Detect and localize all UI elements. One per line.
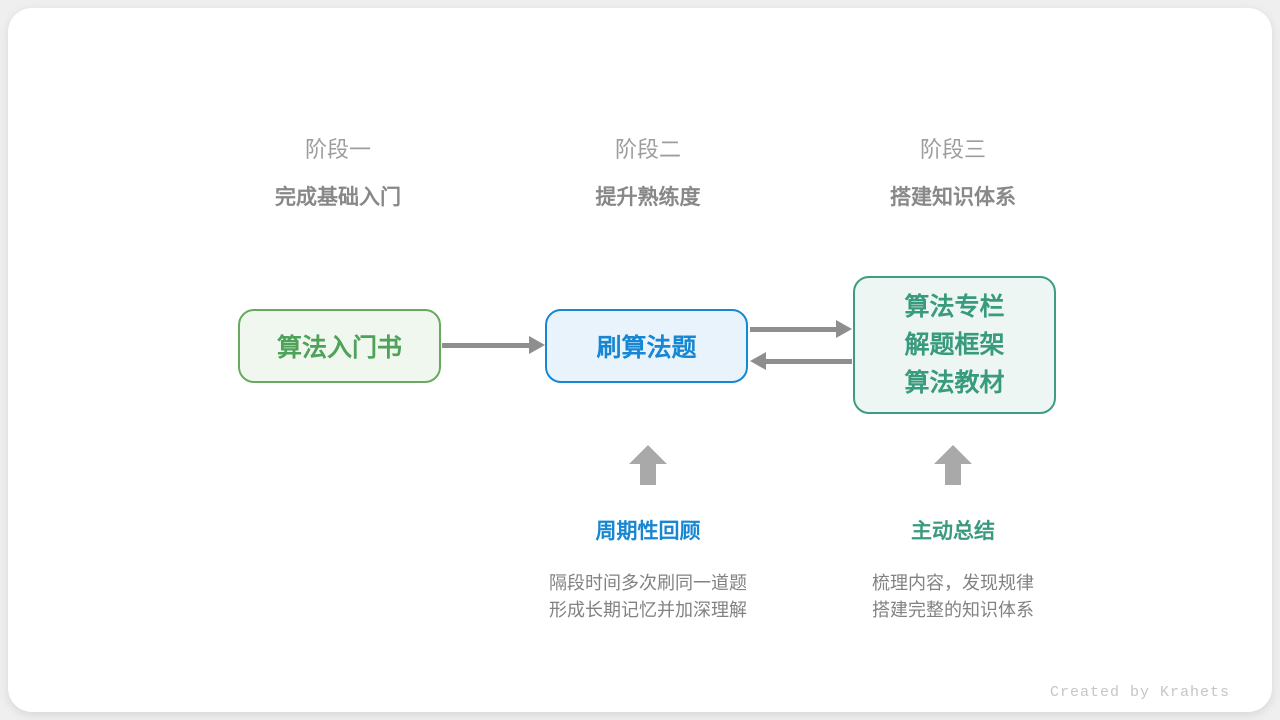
node-practice-problems-label: 刷算法题 (596, 334, 697, 362)
arrow-shaft (763, 358, 852, 364)
arrow-head (529, 336, 545, 354)
annotation-summary-title: 主动总结 (911, 520, 995, 543)
node-resources-line-2: 解题框架 (904, 331, 1005, 359)
stage-1-subtitle: 完成基础入门 (275, 186, 401, 209)
stage-2-label: 阶段二 (614, 137, 681, 162)
arrow-head (836, 320, 852, 338)
arrow-shaft (750, 326, 839, 332)
annotation-periodic-review: 周期性回顾 隔段时间多次刷同一道题 形成长期记忆并加深理解 (488, 518, 808, 624)
annotation-review-title: 周期性回顾 (595, 520, 701, 543)
diagram-card: 阶段一 完成基础入门 阶段二 提升熟练度 阶段三 搭建知识体系 算法入门书 刷算… (8, 8, 1272, 712)
annotation-review-desc-line-2: 形成长期记忆并加深理解 (549, 600, 747, 620)
node-knowledge-resources: 算法专栏 解题框架 算法教材 (853, 276, 1056, 414)
node-practice-problems: 刷算法题 (545, 309, 748, 383)
annotation-summary-desc-line-1: 梳理内容，发现规律 (872, 573, 1034, 593)
annotation-active-summary: 主动总结 梳理内容，发现规律 搭建完整的知识体系 (793, 518, 1113, 624)
arrow-right-icon (750, 320, 852, 338)
stage-header-2: 阶段二 提升熟练度 (498, 136, 798, 212)
arrow-shaft (442, 342, 532, 348)
stage-3-label: 阶段三 (919, 137, 986, 162)
block-arrow-up-icon (934, 445, 972, 485)
node-beginner-book-label: 算法入门书 (276, 334, 402, 362)
credit-text: Created by Krahets (1049, 684, 1230, 701)
node-resources-line-1: 算法专栏 (904, 293, 1005, 321)
block-arrow-up-icon (629, 445, 667, 485)
node-beginner-book: 算法入门书 (238, 309, 441, 383)
stage-header-1: 阶段一 完成基础入门 (188, 136, 488, 212)
arrow-right-icon (442, 336, 545, 354)
arrow-head (750, 352, 766, 370)
annotation-summary-desc-line-2: 搭建完整的知识体系 (872, 600, 1034, 620)
annotation-review-desc-line-1: 隔段时间多次刷同一道题 (549, 573, 747, 593)
arrow-left-icon (750, 352, 852, 370)
stage-header-3: 阶段三 搭建知识体系 (803, 136, 1103, 212)
stage-2-subtitle: 提升熟练度 (595, 186, 701, 209)
node-resources-line-3: 算法教材 (904, 369, 1005, 397)
stage-3-subtitle: 搭建知识体系 (890, 186, 1016, 209)
stage-1-label: 阶段一 (304, 137, 371, 162)
